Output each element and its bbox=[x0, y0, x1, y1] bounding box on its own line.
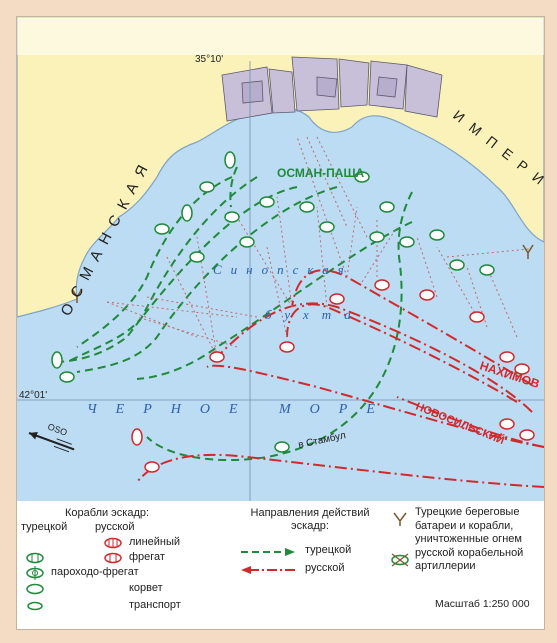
destroyed-ship-icon bbox=[391, 553, 409, 567]
parallel-label: 42°01' bbox=[19, 390, 47, 401]
legend-scale: Масштаб 1:250 000 bbox=[435, 598, 530, 610]
legend-dir-russian: русской bbox=[305, 562, 345, 574]
legend-ships-title: Корабли эскадр: bbox=[65, 507, 150, 519]
legend-destroyed-text: Турецкие береговые батареи и корабли, ун… bbox=[415, 506, 524, 572]
fire-lines bbox=[106, 136, 530, 358]
russian-ships bbox=[131, 279, 535, 473]
turkish-corvette-icon bbox=[26, 583, 44, 595]
sinop-city bbox=[221, 56, 443, 122]
map-legend: Корабли эскадр: турецкой русской линейны… bbox=[17, 501, 544, 629]
legend-dir-turkish: турецкой bbox=[305, 544, 352, 556]
turkish-ships bbox=[51, 151, 495, 453]
legend-ship-type-4: корвет bbox=[129, 582, 163, 594]
bay-label-1: Синопская bbox=[213, 262, 353, 277]
legend-col-turkish: турецкой bbox=[21, 521, 68, 533]
legend-ship-type-1: линейный bbox=[129, 536, 181, 548]
legend-ship-type-3: пароходо-фрегат bbox=[51, 566, 139, 578]
bay-label-2: бухта bbox=[265, 307, 364, 322]
legend-directions-title: Направления действий эскадр: bbox=[250, 507, 370, 532]
russian-routes bbox=[136, 269, 544, 488]
turkish-frigate-icon bbox=[26, 552, 44, 564]
turkish-routes bbox=[51, 166, 413, 462]
shore-battery-icon bbox=[393, 512, 407, 526]
russian-frigate-icon bbox=[104, 552, 122, 564]
legend-ship-type-2: фрегат bbox=[129, 551, 165, 563]
turkish-steam-frigate-icon bbox=[26, 566, 44, 580]
turkish-direction-arrow-icon bbox=[241, 548, 295, 556]
map-figure: 35°10' 42°01' ОСМАНСКАЯ ИМПЕРИЯ Синопска… bbox=[16, 16, 545, 630]
turkish-transport-icon bbox=[27, 601, 43, 611]
russian-ship-of-line-icon bbox=[104, 537, 122, 549]
shore-batteries bbox=[71, 244, 534, 303]
sinop-battle-map: 35°10' 42°01' ОСМАНСКАЯ ИМПЕРИЯ Синопска… bbox=[17, 17, 544, 501]
legend-ship-type-5: транспорт bbox=[129, 599, 181, 611]
meridian-label: 35°10' bbox=[195, 54, 223, 65]
russian-direction-arrow-icon bbox=[241, 566, 295, 574]
wind-arrow-icon bbox=[28, 431, 75, 453]
sea-label: ЧЕРНОЕ МОРЕ bbox=[87, 402, 394, 417]
turkish-commander-label: ОСМАН-ПАША bbox=[277, 166, 365, 180]
legend-col-russian: русской bbox=[95, 521, 135, 533]
top-strip bbox=[17, 17, 544, 55]
